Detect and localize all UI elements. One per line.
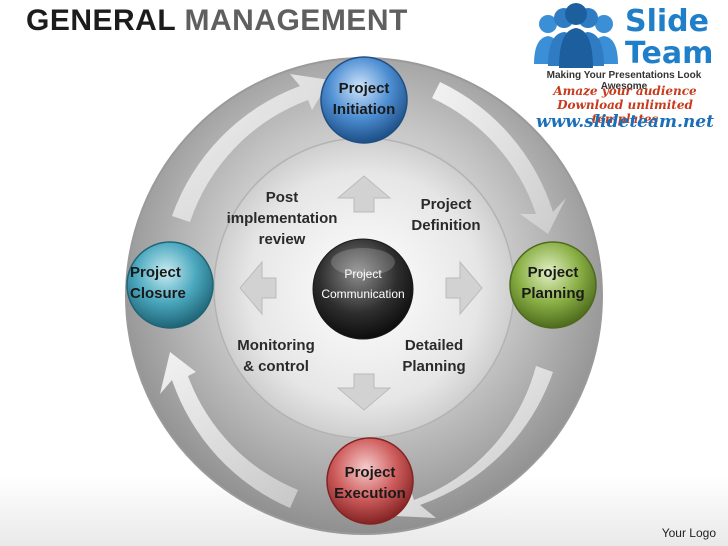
arrow-left	[239, 260, 277, 316]
people-icon	[534, 3, 618, 68]
node-initiation-label: Project Initiation	[314, 78, 414, 120]
label-project-definition: Project Definition	[398, 194, 494, 236]
label-detailed-line2: Planning	[402, 358, 466, 375]
arrow-right	[445, 260, 483, 316]
node-planning-line1: Project	[527, 264, 579, 281]
title-word-management: MANAGEMENT	[184, 4, 408, 37]
cycle-arrow-bottom-right	[396, 366, 553, 518]
cycle-arrow-top-right	[432, 82, 566, 234]
node-execution-label: Project Execution	[320, 462, 420, 504]
logo-tagline: Making Your Presentations Look Awesome	[546, 70, 702, 92]
node-execution-ball	[326, 437, 414, 525]
node-planning-label: Project Planning	[503, 262, 603, 304]
node-initiation-line1: Project	[338, 80, 390, 97]
logo-brand-slide: Slide	[625, 4, 709, 39]
label-detailed-line1: Detailed	[404, 337, 464, 354]
label-post-line2: implementation	[226, 210, 338, 227]
center-label-line1: Project	[344, 267, 382, 281]
label-post-implementation-review: Post implementation review	[214, 187, 350, 250]
arrow-up	[336, 175, 392, 213]
label-post-line1: Post	[265, 189, 299, 206]
page-title: GENERAL MANAGEMENT	[26, 2, 408, 40]
your-logo-text: Your Logo	[661, 526, 716, 540]
label-monitoring-line2: & control	[243, 358, 309, 375]
logo-brand-team: Team	[625, 36, 714, 71]
node-planning-ball	[509, 241, 597, 329]
node-closure-ball	[126, 241, 214, 329]
center-ball-highlight	[331, 248, 395, 276]
arrow-down	[336, 373, 392, 411]
label-post-line3: review	[258, 231, 306, 248]
node-closure-line1: Project	[130, 264, 181, 281]
node-closure-line2: Closure	[130, 285, 186, 302]
center-label-line2: Communication	[321, 287, 405, 301]
node-initiation-ball	[320, 56, 408, 144]
center-label: Project Communication	[313, 264, 413, 304]
logo-ad-line2: Download unlimited templates	[557, 98, 693, 126]
cycle-arrow-bottom-left	[160, 352, 298, 508]
node-initiation-line2: Initiation	[332, 101, 396, 118]
cycle-arrow-top-left	[172, 74, 330, 222]
logo-url: www.slideteam.net	[536, 112, 714, 132]
label-definition-line2: Definition	[411, 217, 481, 234]
label-detailed-planning: Detailed Planning	[386, 335, 482, 377]
node-execution-line2: Execution	[334, 485, 406, 502]
slideteam-logo: Slide Team Making Your Presentations Loo…	[522, 0, 728, 140]
center-ball	[312, 238, 414, 340]
node-execution-line1: Project	[344, 464, 396, 481]
node-planning-line2: Planning	[521, 285, 585, 302]
label-monitoring-line1: Monitoring	[237, 337, 315, 354]
title-word-general: GENERAL	[26, 4, 176, 37]
logo-ad-line1: Amaze your audience	[553, 84, 697, 98]
label-definition-line1: Project	[420, 196, 472, 213]
label-monitoring-control: Monitoring & control	[226, 335, 326, 377]
node-closure-label: Project Closure	[130, 262, 214, 304]
